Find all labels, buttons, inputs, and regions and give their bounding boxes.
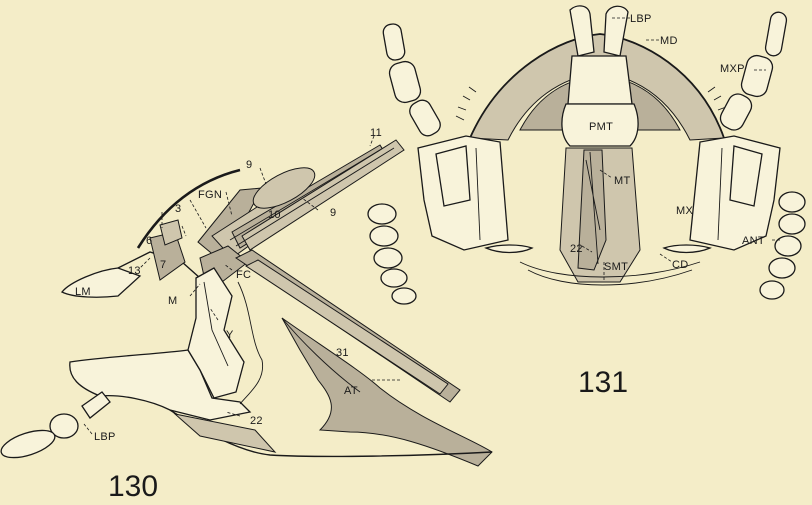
figure-number-130: 130 <box>108 470 158 503</box>
label-13: 13 <box>128 265 141 277</box>
label-3: 3 <box>175 203 181 215</box>
label-9-lower: 9 <box>330 207 336 219</box>
label-22-131: 22 <box>570 243 583 255</box>
label-lbp-131: LBP <box>630 13 652 25</box>
label-ant: ANT <box>742 235 765 247</box>
label-pmt: PMT <box>589 121 613 133</box>
figure-130: LM 13 6 7 3 FGN 9 10 11 9 FC M Y 31 AT L… <box>0 127 492 503</box>
label-22-130: 22 <box>250 415 263 427</box>
label-fgn: FGN <box>198 189 222 201</box>
label-mt: MT <box>614 175 630 187</box>
label-lm: LM <box>75 286 91 298</box>
label-md: MD <box>660 35 678 47</box>
labial-palp <box>0 392 110 463</box>
label-smt: SMT <box>604 261 628 273</box>
label-m: M <box>168 295 177 307</box>
label-mx: MX <box>676 205 693 217</box>
label-10: 10 <box>268 209 281 221</box>
label-lbp-130: LBP <box>94 431 116 443</box>
figure-number-131: 131 <box>578 366 628 399</box>
antenna-left <box>368 204 416 304</box>
label-mxp: MXP <box>720 63 745 75</box>
label-cd: CD <box>672 259 689 271</box>
maxillary-palp-left <box>382 23 444 139</box>
label-9-upper: 9 <box>246 159 252 171</box>
label-fc: FC <box>236 269 251 281</box>
label-31: 31 <box>336 347 349 359</box>
figure-131: LBP MD MXP PMT MT MX ANT 22 SMT CD 131 <box>368 6 805 399</box>
label-11: 11 <box>370 127 382 139</box>
label-6: 6 <box>146 235 152 247</box>
label-at: AT <box>344 385 358 397</box>
label-y: Y <box>226 329 234 341</box>
label-7: 7 <box>160 259 166 271</box>
